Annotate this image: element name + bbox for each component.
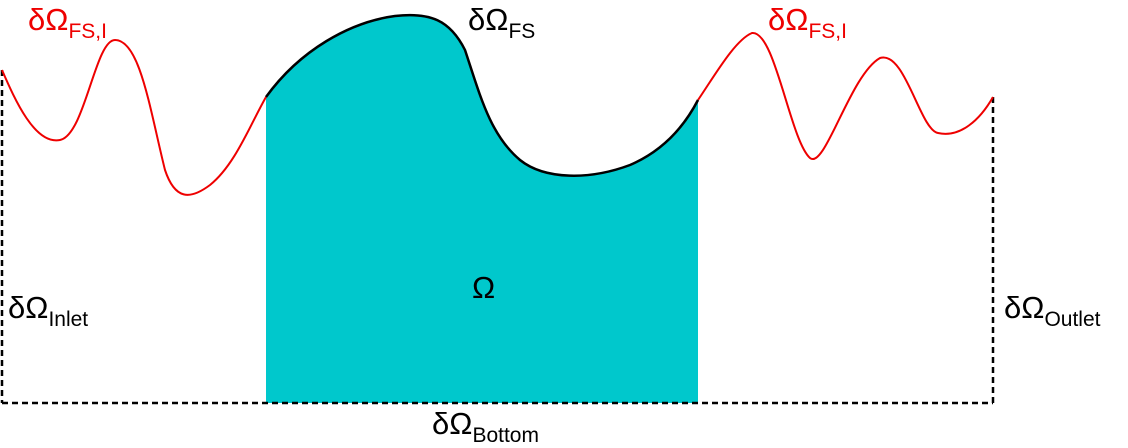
fs-interface-curve-right bbox=[697, 31, 994, 160]
fs-interface-label-right: δΩFS,I bbox=[768, 2, 847, 43]
free-surface-curve bbox=[264, 13, 700, 177]
inlet-label: δΩInlet bbox=[8, 290, 88, 331]
fluid-domain-region bbox=[266, 15, 698, 403]
fs-interface-curve-left bbox=[1, 38, 267, 196]
bottom-label: δΩBottom bbox=[432, 406, 539, 447]
outlet-label: δΩOutlet bbox=[1004, 290, 1101, 331]
free-surface-label: δΩFS bbox=[468, 2, 535, 43]
fs-interface-label-left: δΩFS,I bbox=[28, 2, 107, 43]
domain-label: Ω bbox=[472, 270, 495, 305]
